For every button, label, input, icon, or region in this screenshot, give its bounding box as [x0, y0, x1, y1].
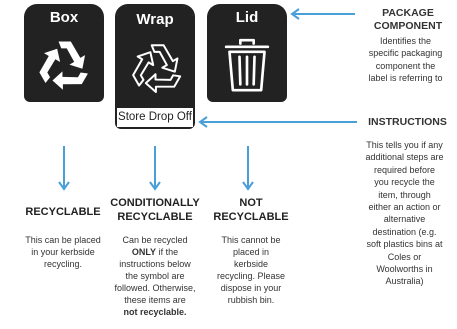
box-title: Box [49, 9, 79, 26]
instructions-heading: INSTRUCTIONS [368, 116, 447, 128]
recyclable-heading: RECYCLABLE [25, 206, 101, 218]
recycle-outline-icon [125, 44, 182, 100]
arrow-down-not-recyclable [242, 146, 254, 191]
arrow-down-recyclable [58, 146, 70, 191]
store-drop-off-label: Store Drop Off [117, 108, 193, 127]
lid-title: Lid [235, 9, 259, 26]
rubbish-bin-icon [224, 38, 270, 92]
arrow-left-package-component [290, 8, 355, 20]
package-component-heading: PACKAGE COMPONENT [373, 7, 443, 32]
conditional-description: Can be recycled ONLY if the instructions… [114, 235, 196, 317]
not-recyclable-heading: NOT RECYCLABLE [213, 197, 289, 223]
lid-component-card: Lid [207, 4, 287, 102]
box-component-card: Box [24, 4, 104, 102]
conditional-heading: CONDITIONALLY RECYCLABLE [110, 197, 200, 223]
wrap-component-card: Wrap Store Drop Off [115, 4, 195, 129]
not-recyclable-description: This cannot be placed in kerbside recycl… [216, 235, 286, 305]
instructions-description: This tells you if any additional steps a… [365, 140, 444, 287]
wrap-title: Wrap [136, 11, 174, 28]
arrow-down-conditional [149, 146, 161, 191]
recycle-icon [32, 41, 88, 97]
package-component-description: Identifies the specific packaging compon… [368, 36, 443, 84]
recyclable-description: This can be placed in your kerbside recy… [25, 235, 101, 269]
arrow-left-instructions [198, 116, 357, 128]
